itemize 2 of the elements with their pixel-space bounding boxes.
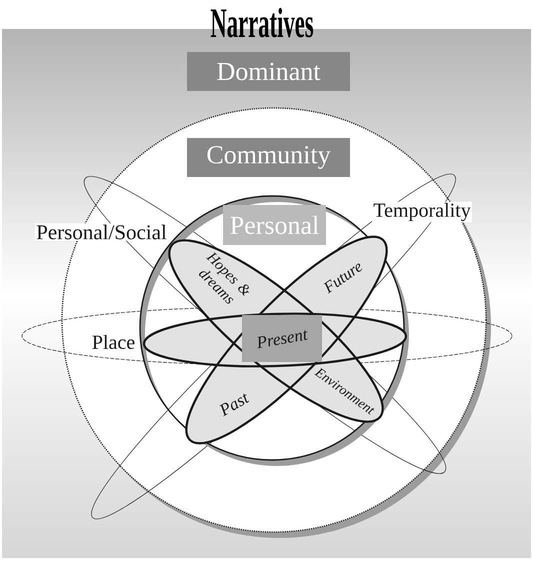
title: Narratives	[210, 8, 314, 38]
label-box: Dominant	[187, 52, 350, 91]
